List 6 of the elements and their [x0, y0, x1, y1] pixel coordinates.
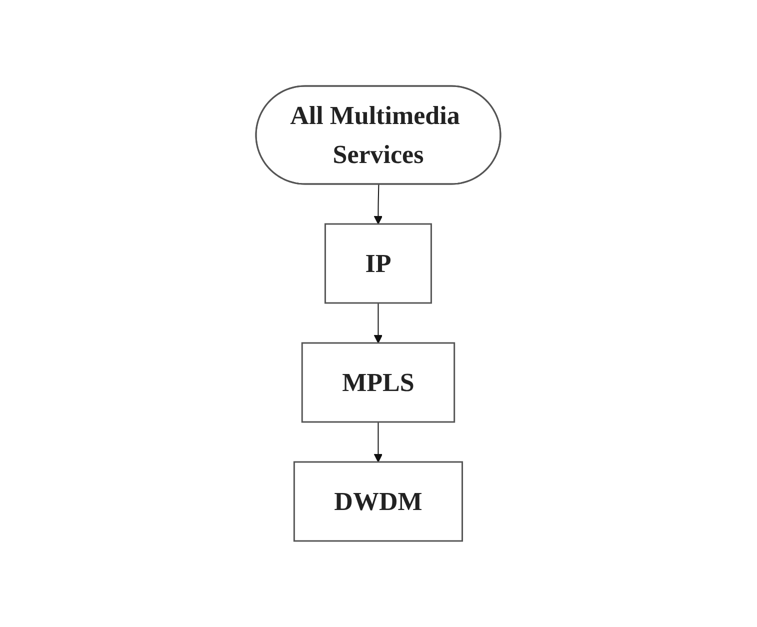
node-box: DWDM [294, 461, 464, 542]
node-box: IP [324, 223, 432, 304]
arrow [374, 184, 383, 224]
node-box: MPLS [302, 342, 456, 423]
arrow [374, 302, 383, 344]
arrow [374, 422, 383, 462]
